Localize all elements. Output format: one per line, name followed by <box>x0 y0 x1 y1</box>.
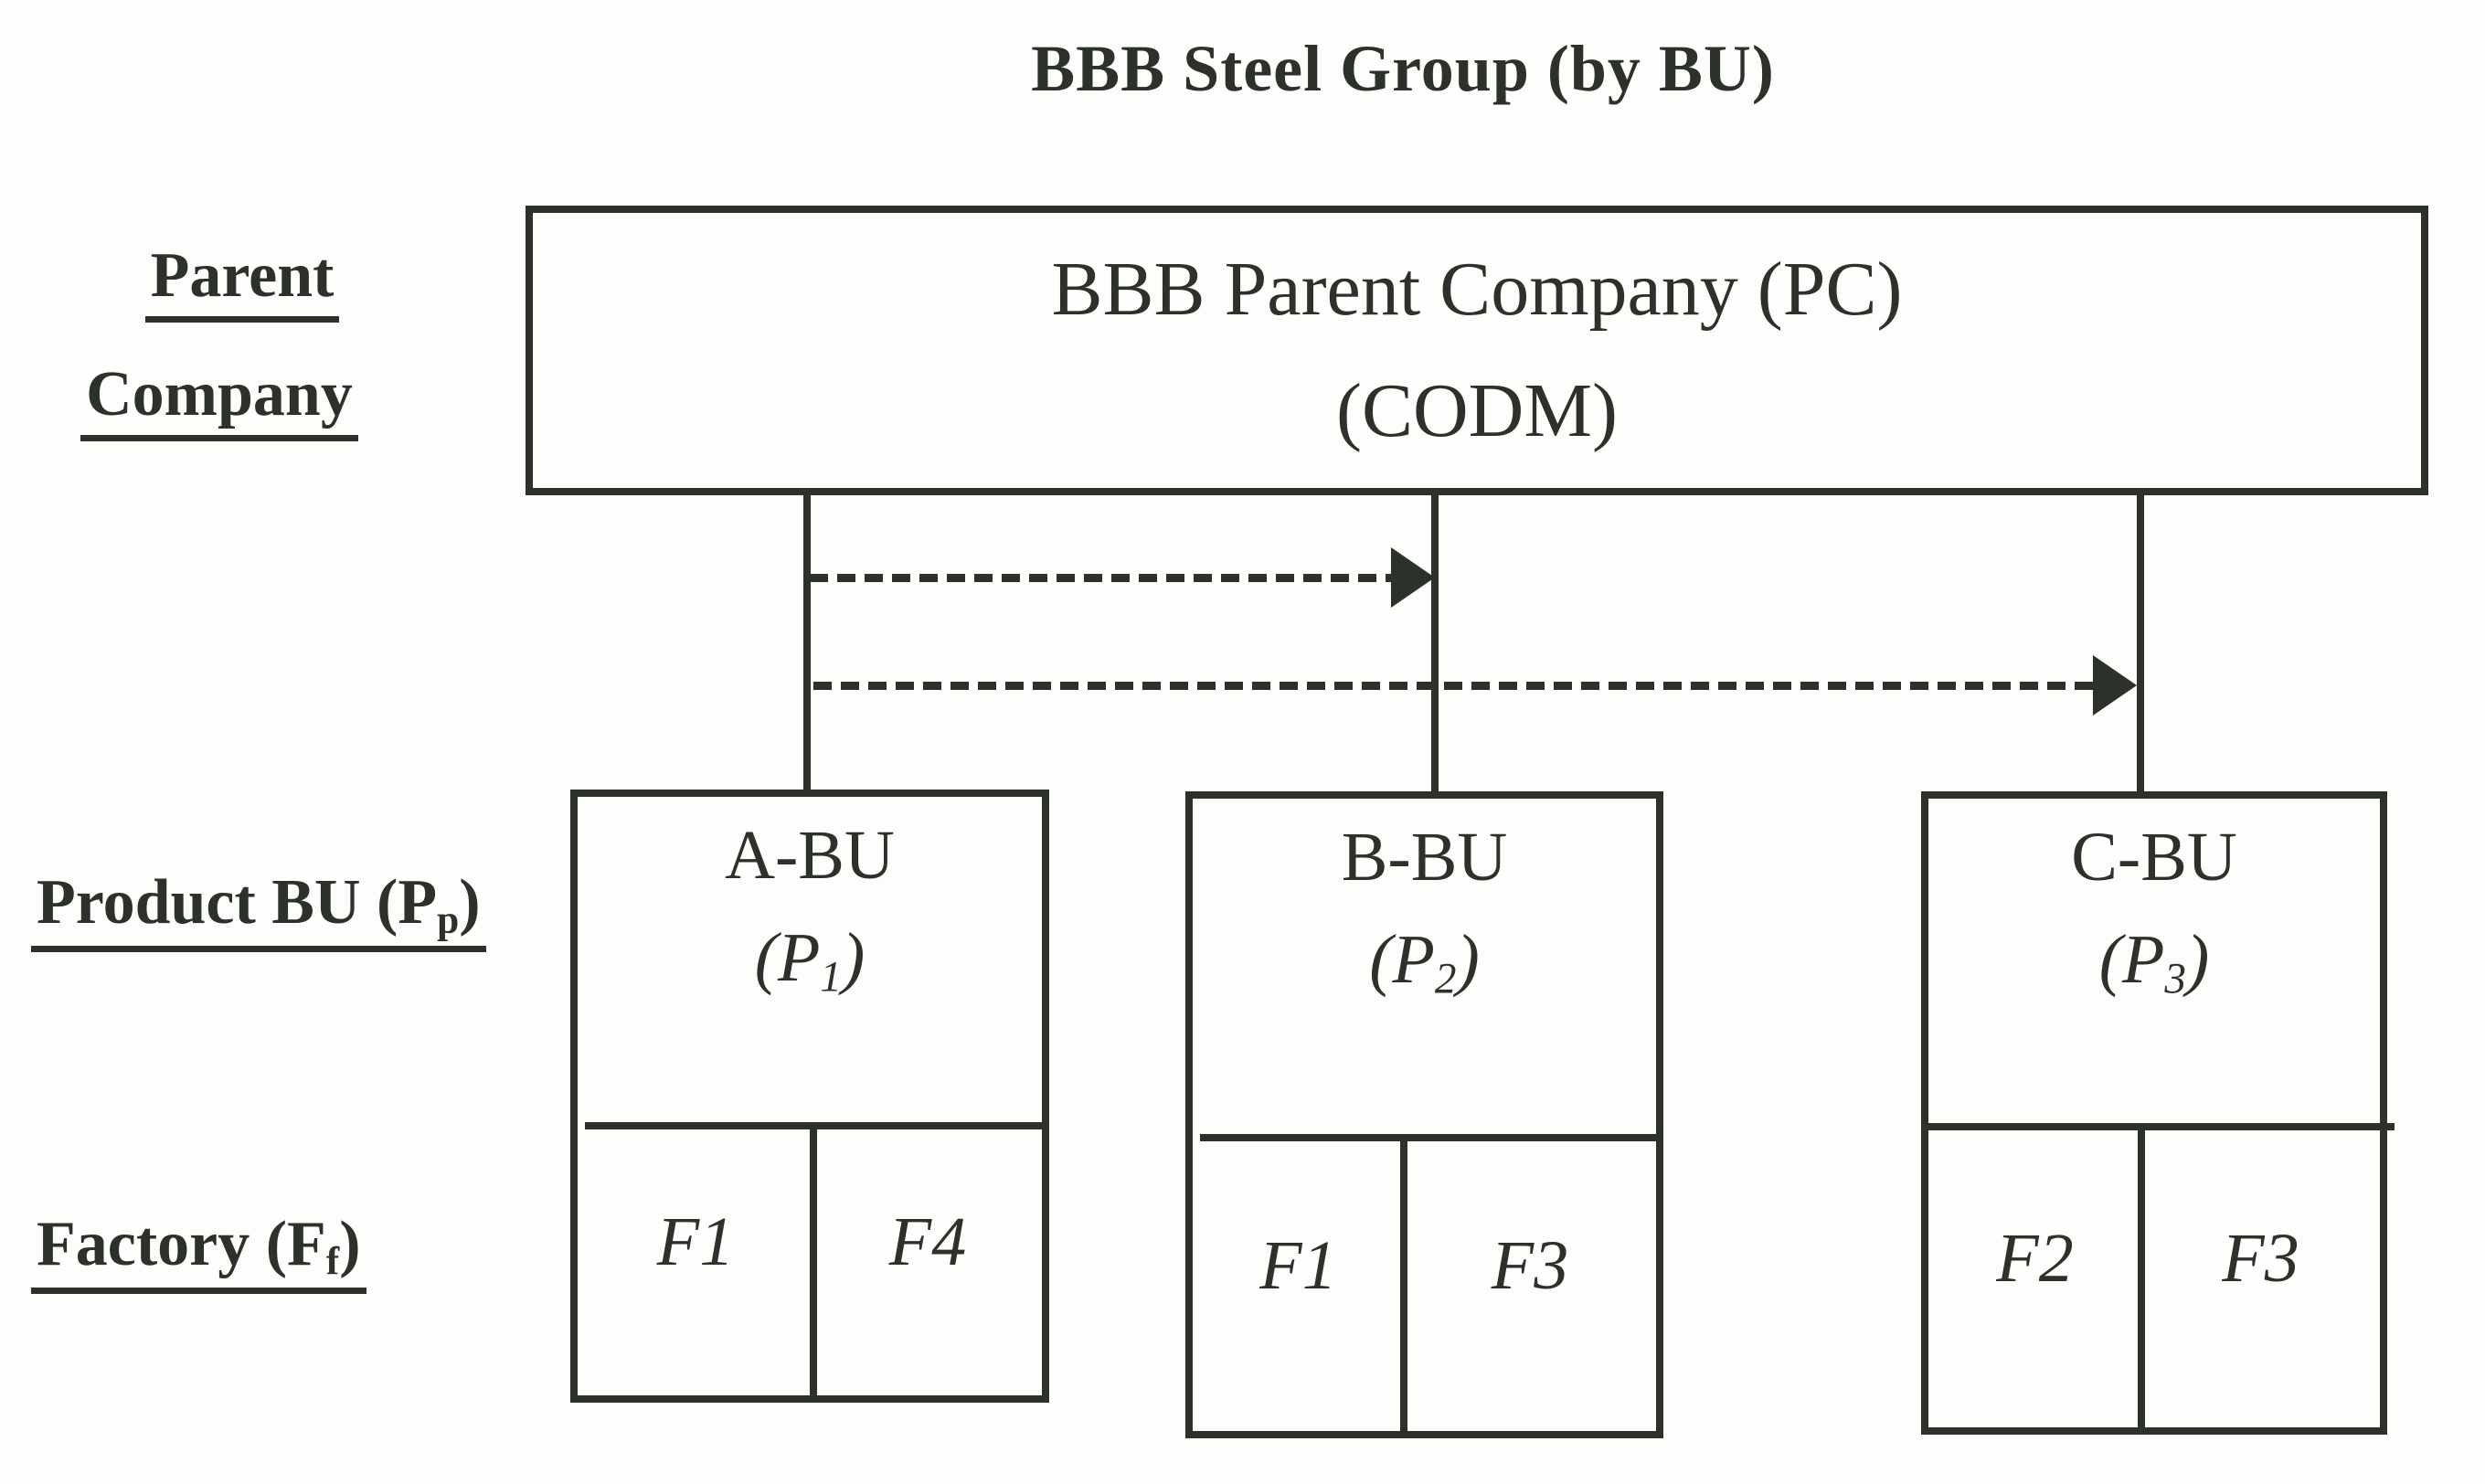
bu-b-cell-divider <box>1400 1134 1407 1431</box>
bu-box-a: A-BU (P1) F1 F4 <box>570 790 1049 1403</box>
arrowhead-to-b-bu-icon <box>1391 547 1435 608</box>
product-bu-label-close: ) <box>459 867 481 938</box>
factory-label-subscript: f <box>325 1239 340 1284</box>
bu-a-p-subscript: 1 <box>820 953 842 1002</box>
bu-b-name: B-BU <box>1341 819 1508 896</box>
bu-b-factory-cell-2: F3 <box>1491 1226 1569 1304</box>
factory-label-close: ) <box>339 1209 361 1279</box>
bu-box-b: B-BU (P2) F1 F3 <box>1185 791 1663 1438</box>
row-label-product-bu-text: Product BU (Pp) <box>31 866 486 953</box>
bu-b-p-label: (P2) <box>1369 925 1480 1001</box>
connector-parent-to-b-bu <box>1431 492 1439 797</box>
bu-c-factory-cell-1: F2 <box>1996 1219 2074 1297</box>
bu-c-p-subscript: 3 <box>2164 955 2186 1003</box>
row-label-parent-line1: Parent <box>101 239 384 323</box>
bu-a-p-suffix: ) <box>841 919 866 996</box>
bu-c-factory-cell-2: F3 <box>2222 1219 2299 1297</box>
connector-parent-to-a-bu <box>803 492 811 793</box>
bu-a-header: A-BU (P1) <box>578 797 1042 999</box>
bu-a-name: A-BU <box>725 817 895 894</box>
bu-b-p-prefix: (P <box>1369 921 1435 998</box>
bu-b-factory-cells: F1 F3 <box>1193 1141 1656 1431</box>
row-label-factory: Factory (Ff) <box>31 1208 366 1295</box>
dashed-arrow-to-b-bu <box>810 574 1391 582</box>
bu-c-p-suffix: ) <box>2185 921 2210 998</box>
bu-b-p-suffix: ) <box>1456 921 1480 998</box>
bu-b-p-subscript: 2 <box>1434 955 1457 1003</box>
factory-label-main: Factory (F <box>37 1209 326 1279</box>
bu-c-p-label: (P3) <box>2099 925 2210 1001</box>
product-bu-label-main: Product BU (P <box>37 867 438 938</box>
bu-c-name: C-BU <box>2071 819 2237 896</box>
bu-box-c: C-BU (P3) F2 F3 <box>1921 791 2395 1435</box>
figure-title: BBB Steel Group (by BU) <box>1031 32 1775 105</box>
parent-company-codm: (CODM) <box>1336 367 1618 453</box>
bu-a-factory-cell-2: F4 <box>888 1203 967 1280</box>
parent-company-box: BBB Parent Company (PC) (CODM) <box>526 206 2428 495</box>
bu-a-factory-cell-1: F1 <box>656 1203 735 1280</box>
bu-b-header: B-BU (P2) <box>1193 799 1656 1001</box>
bu-b-factory-divider <box>1200 1134 1656 1141</box>
bu-a-cell-divider <box>810 1122 817 1395</box>
connector-parent-to-c-bu <box>2137 492 2144 797</box>
bu-c-factory-divider <box>1928 1123 2395 1130</box>
bu-b-factory-cell-1: F1 <box>1259 1226 1337 1304</box>
product-bu-label-subscript: p <box>437 897 460 942</box>
bu-c-cell-divider <box>2138 1123 2145 1427</box>
row-label-parent-line1-text: Parent <box>144 239 340 323</box>
parent-company-name: BBB Parent Company (PC) <box>1051 247 1903 333</box>
row-label-factory-text: Factory (Ff) <box>31 1208 366 1295</box>
dashed-arrow-to-c-bu <box>813 682 2093 690</box>
row-label-parent-line2: Company <box>27 358 411 441</box>
bu-a-p-label: (P1) <box>755 923 866 999</box>
arrowhead-to-c-bu-icon <box>2093 655 2137 716</box>
bu-a-factory-cells: F1 F4 <box>578 1129 1042 1395</box>
bu-c-header: C-BU (P3) <box>1928 799 2380 1001</box>
row-label-product-bu: Product BU (Pp) <box>31 866 486 953</box>
row-label-parent-line2-text: Company <box>80 358 358 441</box>
bu-c-factory-cells: F2 F3 <box>1928 1130 2380 1427</box>
bu-a-p-prefix: (P <box>754 919 821 996</box>
bu-c-p-prefix: (P <box>2098 921 2165 998</box>
